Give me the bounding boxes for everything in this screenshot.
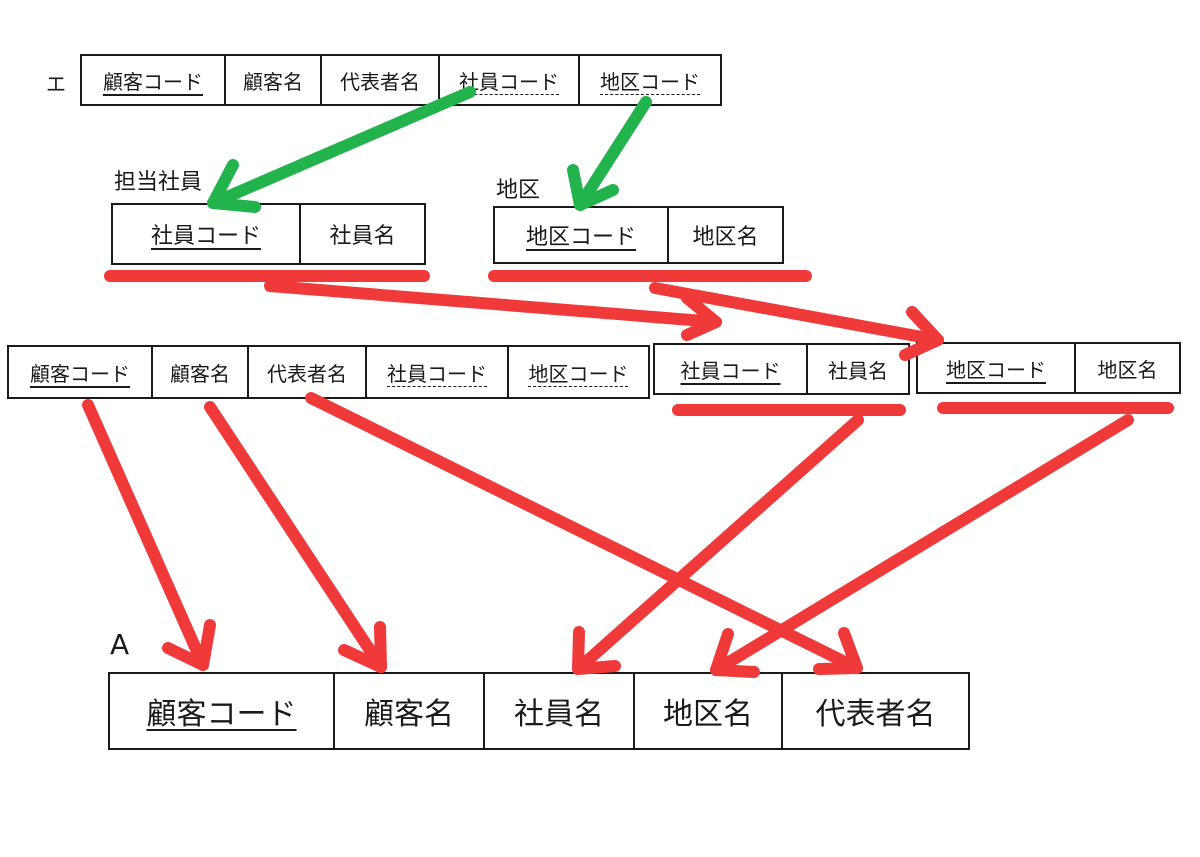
field-text: 地区コード [600, 69, 700, 94]
field-text: 社員コード [387, 361, 487, 386]
red-arrow-representative [305, 392, 863, 674]
joined-field-customer-code: 顧客コード [9, 347, 153, 397]
joined-field-representative: 代表者名 [249, 347, 367, 397]
employee-table-label: 担当社員 [114, 170, 203, 195]
red-arrow-employee-name [572, 414, 864, 675]
green-arrow-district-code [574, 96, 652, 211]
joined-field-employee-code: 社員コード [367, 347, 509, 397]
district-table: 地区コード 地区名 [493, 206, 784, 264]
result-table: 顧客コード 顧客名 社員名 地区名 代表者名 [108, 672, 970, 750]
field-text: 社員コード [150, 224, 261, 249]
red-arrow-employee-to-join-head [681, 292, 722, 341]
red-arrow-customer-code-head [162, 619, 216, 671]
field-text: 社員名 [514, 697, 604, 732]
red-arrow-customer-name [204, 401, 387, 673]
joined-district-table: 地区コード 地区名 [916, 342, 1181, 394]
field-text: 社員名 [329, 224, 396, 249]
red-arrow-district-to-join-head [899, 306, 944, 361]
result-field-customer-code: 顧客コード [110, 674, 335, 748]
employee-field-code: 社員コード [113, 205, 301, 263]
field-text: 社員名 [828, 358, 888, 383]
result-field-representative: 代表者名 [783, 674, 968, 748]
red-arrow-customer-code [82, 399, 209, 671]
red-arrow-district-name-head [710, 628, 760, 678]
joined-district-field-name: 地区名 [1076, 344, 1179, 392]
field-text: 代表者名 [815, 697, 936, 732]
red-arrow-district-to-join [649, 282, 944, 346]
red-arrow-employee-name-head [572, 626, 621, 675]
field-text: 地区名 [692, 225, 759, 250]
district-field-code: 地区コード [495, 208, 669, 262]
employee-table: 社員コード 社員名 [111, 203, 426, 265]
option-e-field-customer-name: 顧客名 [226, 56, 322, 104]
option-e-label: エ [46, 72, 66, 96]
field-text: 社員コード [459, 69, 559, 94]
green-arrow-employee-code [207, 86, 476, 209]
result-table-label: A [110, 628, 130, 661]
option-e-field-district-code: 地区コード [580, 56, 720, 104]
field-text: 地区コード [528, 361, 629, 386]
joined-field-customer-name: 顧客名 [153, 347, 249, 397]
red-arrow-customer-name-head [338, 621, 387, 673]
joined-customer-table: 顧客コード 顧客名 代表者名 社員コード 地区コード [7, 345, 650, 399]
district-table-label: 地区 [496, 178, 541, 203]
result-field-employee-name: 社員名 [485, 674, 635, 748]
red-arrow-representative-head [813, 627, 863, 675]
red-marks [82, 270, 1174, 678]
field-text: 顧客名 [243, 69, 303, 94]
result-field-customer-name: 顧客名 [335, 674, 485, 748]
joined-district-field-code: 地区コード [918, 344, 1076, 392]
field-text: 社員コード [680, 358, 781, 383]
joined-employee-field-code: 社員コード [655, 345, 808, 393]
field-text: 地区名 [1097, 357, 1158, 382]
field-text: 地区名 [663, 697, 753, 732]
option-e-field-representative: 代表者名 [322, 56, 440, 104]
field-text: 顧客コード [146, 697, 297, 732]
field-text: 顧客名 [170, 361, 230, 386]
employee-field-name: 社員名 [301, 205, 424, 263]
field-text: 顧客コード [103, 69, 203, 94]
field-text: 顧客名 [364, 697, 454, 732]
field-text: 顧客コード [30, 361, 130, 386]
joined-employee-field-name: 社員名 [808, 345, 908, 393]
joined-field-district-code: 地区コード [509, 347, 648, 397]
green-arrow-employee-code-head [207, 159, 261, 213]
red-arrow-employee-to-join [264, 280, 722, 328]
green-arrows [207, 86, 652, 213]
option-e-field-customer-code: 顧客コード [82, 56, 226, 104]
result-field-district-name: 地区名 [635, 674, 783, 748]
option-e-field-employee-code: 社員コード [440, 56, 580, 104]
field-text: 代表者名 [340, 69, 420, 94]
red-arrow-district-name [710, 414, 1134, 676]
green-arrow-district-code-head [567, 164, 619, 211]
option-e-table: 顧客コード 顧客名 代表者名 社員コード 地区コード [80, 54, 722, 106]
field-text: 地区コード [946, 357, 1046, 382]
joined-employee-table: 社員コード 社員名 [653, 343, 910, 395]
district-field-name: 地区名 [669, 208, 782, 262]
field-text: 代表者名 [267, 361, 347, 386]
field-text: 地区コード [525, 225, 636, 250]
